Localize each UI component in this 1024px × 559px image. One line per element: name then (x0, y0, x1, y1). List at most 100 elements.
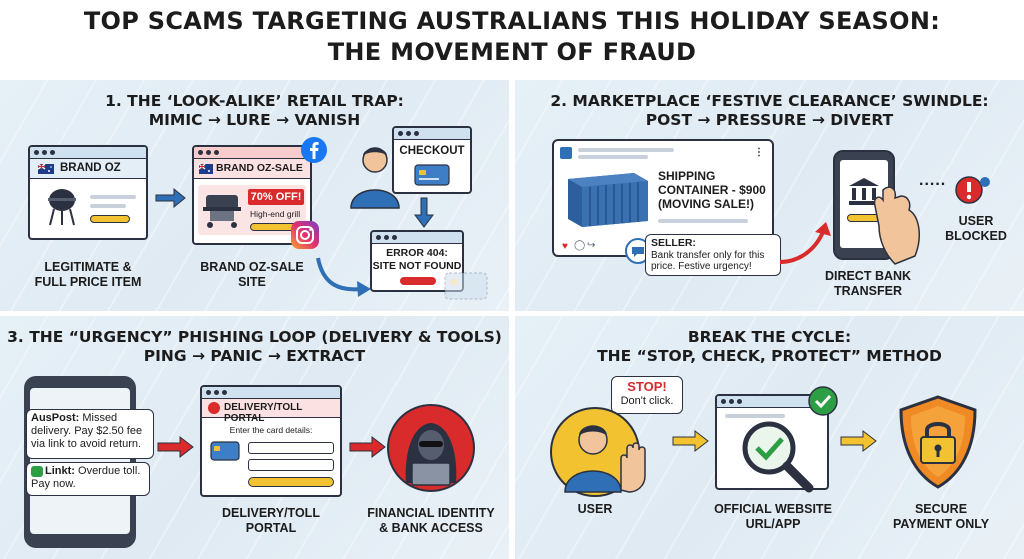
main-title-line1: TOP SCAMS TARGETING AUSTRALIANS THIS HOL… (83, 7, 941, 35)
checkout-window: CHECKOUT (392, 126, 472, 194)
label-blocked-line2: BLOCKED (945, 229, 1007, 243)
vertical-divider (509, 80, 515, 559)
panel-marketplace-swindle: 2. MARKETPLACE ‘FESTIVE CLEARANCE’ SWIND… (515, 80, 1024, 311)
listing-line1: SHIPPING (658, 169, 716, 183)
card-expiry-input[interactable] (248, 459, 334, 471)
checkout-window-bar (394, 128, 470, 140)
panel1-title-line2: MIMIC → LURE → VANISH (148, 111, 361, 129)
chat-icon (31, 466, 43, 477)
label-secure-line2: PAYMENT ONLY (892, 517, 990, 531)
checkmark-icon (808, 386, 838, 416)
grill-icon (48, 189, 76, 226)
label-identity-line1: FINANCIAL IDENTITY (367, 506, 495, 520)
label-user: USER (577, 502, 613, 516)
legit-site-header: BRAND OZ (30, 159, 146, 179)
like-icon[interactable]: ♥ (562, 241, 568, 252)
label-legit-item: LEGITIMATE & FULL PRICE ITEM (18, 260, 158, 290)
sms-auspost-bubble: AusPost: Missed delivery. Pay $2.50 fee … (26, 409, 154, 459)
panel2-title-line2: POST → PRESSURE → DIVERT (645, 111, 894, 129)
smartphone-icon (833, 150, 895, 260)
official-window-bar (717, 396, 827, 408)
panel4-title-line2: THE “STOP, CHECK, PROTECT” METHOD (597, 347, 942, 365)
arrow-icon (155, 187, 186, 209)
legit-text-line (90, 204, 126, 208)
listing-line3: (MOVING SALE!) (658, 197, 754, 211)
legit-brand-name: BRAND OZ (60, 162, 121, 174)
portal-header: DELIVERY/TOLL PORTAL (202, 399, 340, 424)
arrow-icon (316, 257, 371, 297)
marketplace-logo-icon (560, 147, 572, 159)
panel2-title-line1: 2. MARKETPLACE ‘FESTIVE CLEARANCE’ SWIND… (550, 92, 989, 110)
sms1-line3: via link to avoid return. (31, 438, 142, 450)
fake-brand-name: BRAND OZ-SALE (216, 162, 303, 174)
label-legit-line1: LEGITIMATE & (44, 260, 132, 274)
listing-header-line (578, 155, 648, 159)
credit-card-icon (444, 272, 488, 300)
sms-linkt-bubble: Linkt: Overdue toll. Pay now. (26, 462, 150, 496)
comment-icon[interactable]: ◯ (574, 240, 586, 251)
sms1-line2: delivery. Pay $2.50 fee (31, 425, 143, 437)
fake-site-window: BRAND OZ-SALE 70% OFF! High-end grill (192, 145, 312, 245)
instagram-icon (291, 221, 319, 249)
panel-lookalike-retail-trap: 1. THE ‘LOOK-ALIKE’ RETAIL TRAP: MIMIC →… (0, 80, 509, 311)
fake-window-bar (194, 147, 310, 159)
sms2-line2: Pay now. (31, 478, 76, 490)
label-portal-line1: DELIVERY/TOLL (222, 506, 320, 520)
horizontal-divider (0, 311, 1024, 316)
sms1-line1: Missed (79, 412, 118, 424)
label-fake-site: BRAND OZ-SALE SITE (182, 260, 322, 290)
sms2-sender: Linkt: (45, 465, 75, 477)
australia-flag-icon (37, 163, 54, 174)
arrow-icon (840, 429, 877, 453)
arrow-icon (157, 435, 194, 459)
label-secure-line1: SECURE (914, 502, 968, 516)
stop-hand-icon (550, 407, 646, 497)
bank-icon (849, 178, 879, 205)
share-icon[interactable]: ↪ (587, 240, 596, 251)
stop-word: STOP! (627, 379, 667, 394)
label-legit-line2: FULL PRICE ITEM (34, 275, 142, 289)
label-bank-line1: DIRECT BANK (824, 269, 912, 283)
discount-badge: 70% OFF! (248, 189, 304, 205)
label-official-line1: OFFICIAL WEBSITE (714, 502, 832, 516)
panel1-title: 1. THE ‘LOOK-ALIKE’ RETAIL TRAP: MIMIC →… (0, 92, 509, 130)
arrow-icon (349, 435, 386, 459)
hacker-icon (387, 404, 475, 492)
auspost-logo-icon (208, 402, 220, 414)
label-direct-bank: DIRECT BANK TRANSFER (813, 269, 923, 299)
label-fake-line1: BRAND OZ-SALE (200, 260, 304, 274)
card-number-input[interactable] (248, 442, 334, 454)
arrow-icon (779, 222, 831, 264)
main-title: TOP SCAMS TARGETING AUSTRALIANS THIS HOL… (0, 6, 1024, 68)
portal-window-bar (202, 387, 340, 399)
label-blocked-line1: USER (958, 214, 994, 228)
error-line1: ERROR 404: (386, 247, 448, 259)
alert-icon (955, 176, 990, 204)
legit-buy-button[interactable] (90, 215, 130, 223)
portal-header-text: DELIVERY/TOLL PORTAL (224, 402, 303, 424)
shopper-person-icon (350, 147, 400, 209)
listing-title: SHIPPING CONTAINER - $900 (MOVING SALE!) (658, 169, 766, 211)
panel1-title-line1: 1. THE ‘LOOK-ALIKE’ RETAIL TRAP: (105, 92, 404, 110)
seller-message-bubble: SELLER: Bank transfer only for this pric… (645, 234, 781, 276)
portal-submit-button[interactable] (248, 477, 334, 487)
more-options-icon[interactable]: ⋮ (754, 147, 764, 158)
seller-label: SELLER: (651, 237, 696, 249)
legit-window-bar (30, 147, 146, 159)
official-text-line (725, 414, 785, 418)
label-official-line2: URL/APP (745, 517, 801, 531)
panel2-title: 2. MARKETPLACE ‘FESTIVE CLEARANCE’ SWIND… (515, 92, 1024, 130)
magnifier-icon (742, 421, 814, 493)
hand-icon (873, 186, 921, 265)
label-bank-line2: TRANSFER (833, 284, 903, 298)
panel3-title-line2: PING → PANIC → EXTRACT (143, 347, 366, 365)
label-portal-line2: PORTAL (245, 521, 297, 535)
panel4-title-line1: BREAK THE CYCLE: (687, 328, 852, 346)
error-button[interactable] (400, 277, 436, 285)
shield-icon (899, 395, 977, 489)
error-line2: SITE NOT FOUND (372, 260, 462, 272)
label-portal: DELIVERY/TOLL PORTAL (200, 506, 342, 536)
australia-flag-icon (198, 163, 213, 174)
legit-text-line (90, 195, 136, 199)
shipping-container-icon (568, 173, 648, 227)
